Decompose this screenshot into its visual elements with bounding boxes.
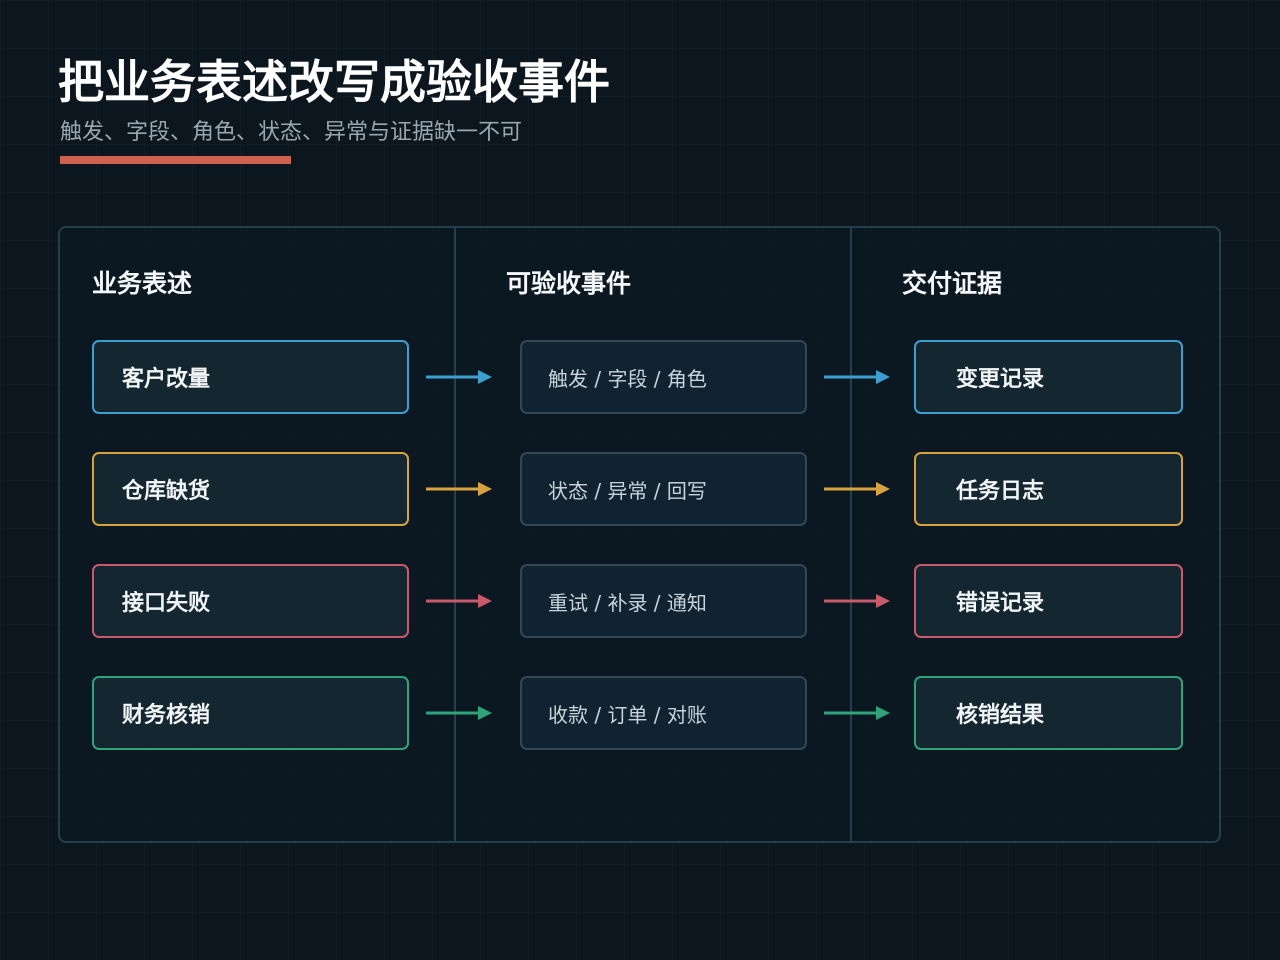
column-header-events: 可验收事件 bbox=[506, 269, 632, 298]
flow-panel bbox=[58, 226, 1221, 843]
event-node: 状态 / 异常 / 回写 bbox=[520, 452, 807, 526]
evidence-node: 核销结果 bbox=[914, 676, 1183, 750]
arrow-right-icon bbox=[426, 594, 492, 608]
column-header-business: 业务表述 bbox=[92, 269, 193, 298]
evidence-node: 变更记录 bbox=[914, 340, 1183, 414]
evidence-node: 错误记录 bbox=[914, 564, 1183, 638]
event-node: 重试 / 补录 / 通知 bbox=[520, 564, 807, 638]
column-header-evidence: 交付证据 bbox=[902, 269, 1003, 298]
business-node: 财务核销 bbox=[92, 676, 409, 750]
arrow-right-icon bbox=[824, 594, 890, 608]
business-node: 仓库缺货 bbox=[92, 452, 409, 526]
arrow-right-icon bbox=[824, 370, 890, 384]
arrow-right-icon bbox=[426, 482, 492, 496]
arrow-right-icon bbox=[426, 706, 492, 720]
arrow-right-icon bbox=[824, 706, 890, 720]
column-divider-2 bbox=[850, 227, 852, 842]
arrow-right-icon bbox=[824, 482, 890, 496]
title-accent-bar bbox=[60, 156, 291, 164]
event-node: 触发 / 字段 / 角色 bbox=[520, 340, 807, 414]
business-node: 客户改量 bbox=[92, 340, 409, 414]
business-node: 接口失败 bbox=[92, 564, 409, 638]
column-divider-1 bbox=[454, 227, 456, 842]
page-title: 把业务表述改写成验收事件 bbox=[58, 55, 610, 109]
arrow-right-icon bbox=[426, 370, 492, 384]
page-subtitle: 触发、字段、角色、状态、异常与证据缺一不可 bbox=[60, 120, 523, 145]
event-node: 收款 / 订单 / 对账 bbox=[520, 676, 807, 750]
evidence-node: 任务日志 bbox=[914, 452, 1183, 526]
